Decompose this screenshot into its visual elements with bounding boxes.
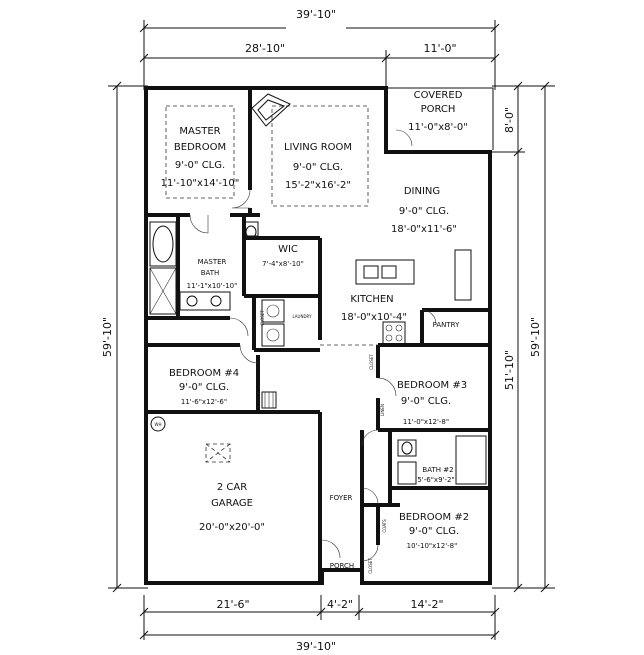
garage-name-2: GARAGE	[211, 498, 253, 509]
fixtures	[149, 221, 487, 485]
covered-porch-name-2: PORCH	[421, 104, 456, 115]
closet-label-bedroom2: CLOSET	[368, 558, 373, 574]
water-heater-label: WH	[155, 422, 162, 427]
laundry-name: LAUNDRY	[292, 314, 312, 319]
dim-top-overall: 39'-10"	[296, 8, 336, 21]
bath2-size: 5'-6"x9'-2"	[417, 476, 454, 484]
linen-label: LINEN	[380, 404, 385, 416]
dim-bottom-right: 14'-2"	[410, 598, 443, 611]
room-labels: MASTER BEDROOM 9'-0" CLG. 11'-10"x14'-10…	[155, 90, 470, 574]
garage-size: 20'-0"x20'-0"	[199, 522, 265, 533]
living-room-clg: 9'-0" CLG.	[293, 162, 343, 173]
dim-top-left: 28'-10"	[245, 42, 285, 55]
bedroom3-size: 11'-0"x12'-8"	[403, 418, 449, 426]
porch-name: PORCH	[330, 562, 354, 570]
door-swings	[189, 129, 437, 562]
dim-right-inner: 51'-10"	[503, 350, 516, 390]
covered-porch-size: 11'-0"x8'-0"	[408, 122, 468, 133]
bedroom3-clg: 9'-0" CLG.	[401, 396, 451, 407]
master-bath-size: 11'-1"x10'-10"	[187, 282, 238, 290]
dimension-lines	[108, 20, 555, 640]
living-room-size: 15'-2"x16'-2"	[285, 180, 351, 191]
pantry-name: PANTRY	[433, 321, 460, 329]
dim-bottom-left: 21'-6"	[216, 598, 249, 611]
dimension-labels: 39'-10" 28'-10" 11'-0" 21'-6" 4'-2" 14'-…	[101, 8, 542, 653]
bedroom4-size: 11'-6"x12'-6"	[181, 398, 227, 406]
dining-clg: 9'-0" CLG.	[399, 206, 449, 217]
master-bath-name-2: BATH	[201, 269, 220, 277]
covered-porch-name-1: COVERED	[414, 90, 463, 101]
bedroom4-clg: 9'-0" CLG.	[179, 382, 229, 393]
master-bedroom-size: 11'-10"x14'-10"	[161, 178, 240, 189]
bedroom3-name: BEDROOM #3	[397, 380, 467, 391]
dim-left-overall: 59'-10"	[101, 317, 114, 357]
dim-right-porch: 8'-0"	[503, 107, 516, 133]
walls	[144, 86, 494, 585]
kitchen-name: KITCHEN	[350, 294, 393, 305]
dim-bottom-overall: 39'-10"	[296, 640, 336, 653]
bedroom4-name: BEDROOM #4	[169, 368, 239, 379]
living-room-name: LIVING ROOM	[284, 142, 352, 153]
closet-label-laundry: CLOSET	[260, 310, 265, 326]
dim-bottom-mid: 4'-2"	[327, 598, 353, 611]
master-bedroom-clg: 9'-0" CLG.	[175, 160, 225, 171]
wic-name: WIC	[278, 244, 298, 255]
bedroom2-clg: 9'-0" CLG.	[409, 526, 459, 537]
ceiling-outlines	[165, 105, 378, 463]
dining-size: 18'-0"x11'-6"	[391, 224, 457, 235]
master-bedroom-name-2: BEDROOM	[174, 142, 226, 153]
coats-label: COATS	[382, 519, 387, 533]
fireplace-icon	[251, 93, 291, 127]
dim-top-right: 11'-0"	[423, 42, 456, 55]
dining-name: DINING	[404, 186, 440, 197]
dim-right-overall: 59'-10"	[529, 317, 542, 357]
wic-size: 7'-4"x8'-10"	[262, 260, 304, 268]
closet-label-bedroom3: CLOSET	[369, 354, 374, 370]
bath2-name: BATH #2	[422, 466, 453, 474]
bedroom2-name: BEDROOM #2	[399, 512, 469, 523]
kitchen-size: 18'-0"x10'-4"	[341, 312, 407, 323]
master-bedroom-name-1: MASTER	[179, 126, 220, 137]
foyer-name: FOYER	[330, 494, 353, 502]
garage-name-1: 2 CAR	[217, 482, 247, 493]
master-bath-name-1: MASTER	[198, 258, 227, 266]
bedroom2-size: 10'-10"x12'-8"	[407, 542, 458, 550]
